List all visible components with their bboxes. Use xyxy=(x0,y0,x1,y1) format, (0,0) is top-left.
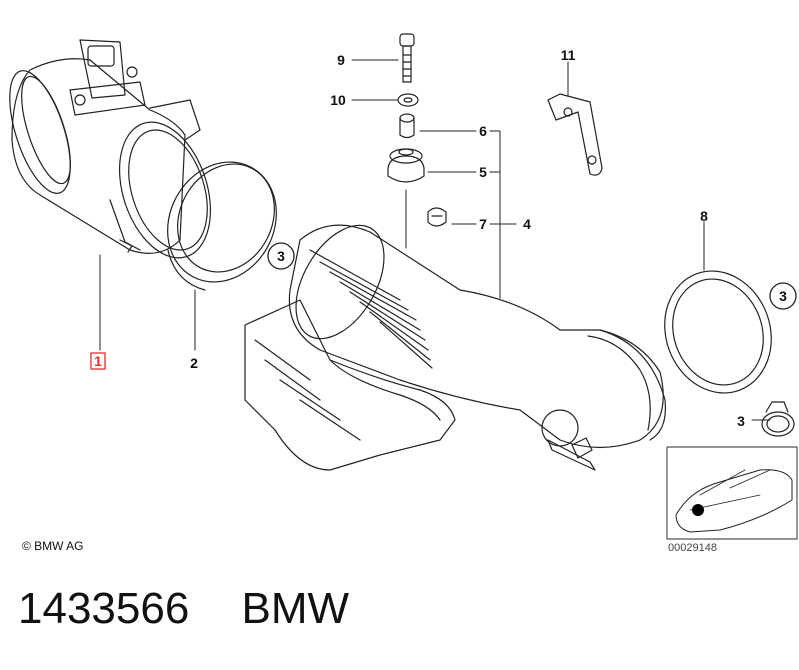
hose-clamp xyxy=(761,401,795,437)
circled-references: 3 3 xyxy=(267,242,797,310)
bracket xyxy=(547,93,603,176)
callout-8: 8 xyxy=(700,208,708,224)
washer xyxy=(397,93,419,107)
air-filter-housing xyxy=(244,299,456,471)
bolt xyxy=(399,33,415,83)
callout-11: 11 xyxy=(561,47,576,63)
copyright-notice: © BMW AG xyxy=(22,539,84,553)
intake-boot xyxy=(288,224,667,471)
ring-seal xyxy=(167,161,277,291)
highlight-box xyxy=(90,352,106,370)
callout-6: 6 xyxy=(479,123,487,139)
callout-5: 5 xyxy=(479,164,487,180)
caption: 1433566 BMW xyxy=(18,584,349,644)
circled-ref-3-b: 3 xyxy=(779,288,787,304)
parts-diagram: 1 2 3 4 5 6 7 8 9 10 11 3 3 xyxy=(9,33,798,540)
callout-2: 2 xyxy=(190,355,198,371)
engine-location-marker xyxy=(692,504,704,516)
callout-1: 1 xyxy=(94,353,102,369)
rubber-mount xyxy=(387,148,425,183)
callout-7: 7 xyxy=(479,216,487,232)
callout-3: 3 xyxy=(737,413,745,429)
clip xyxy=(427,207,447,227)
vehicle-inset xyxy=(666,446,798,540)
callout-9: 9 xyxy=(337,52,345,68)
brand-name: BMW xyxy=(241,584,350,633)
callout-labels: 1 2 3 4 5 6 7 8 9 10 11 xyxy=(90,47,745,429)
circled-ref-3-a: 3 xyxy=(277,248,285,264)
sleeve xyxy=(399,113,415,139)
diagram-number: 00029148 xyxy=(668,542,717,554)
callout-10: 10 xyxy=(330,92,346,108)
clamp-ring xyxy=(664,270,772,394)
part-number: 1433566 xyxy=(18,584,190,633)
leader-lines xyxy=(99,59,771,421)
callout-4: 4 xyxy=(523,216,531,232)
mass-air-flow-sensor xyxy=(9,39,212,259)
